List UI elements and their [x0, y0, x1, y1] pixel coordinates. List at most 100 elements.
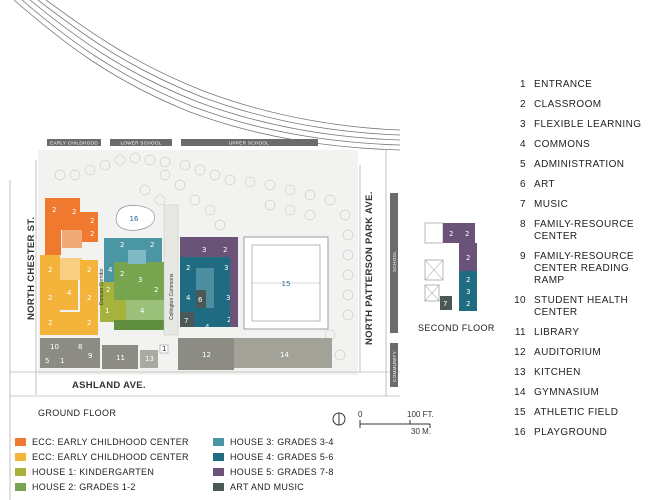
svg-text:7: 7 [443, 300, 447, 308]
band-early-childhood [47, 139, 101, 146]
gymnasium [234, 338, 332, 368]
key-number: 5 [520, 159, 526, 170]
svg-text:2: 2 [90, 217, 94, 225]
svg-text:2: 2 [466, 300, 470, 308]
house-5-grades [180, 237, 238, 257]
legend-swatch [15, 453, 26, 461]
svg-text:2: 2 [466, 254, 470, 262]
key-label: ADMINISTRATION [534, 159, 625, 170]
svg-text:11: 11 [116, 354, 125, 362]
key-label: MUSIC [534, 199, 569, 210]
svg-text:3: 3 [466, 288, 470, 296]
legend-item: HOUSE 1: KINDERGARTEN [15, 467, 154, 477]
legend-swatch [15, 468, 26, 476]
svg-text:2: 2 [120, 241, 124, 249]
key-label: CLASSROOM [534, 99, 602, 110]
key-item: 1 ENTRANCE [510, 79, 650, 91]
north-arrow-icon [332, 412, 346, 426]
ground-floor-label: GROUND FLOOR [38, 408, 116, 418]
key-number: 4 [520, 139, 526, 150]
svg-text:2: 2 [106, 286, 110, 294]
svg-text:2: 2 [223, 246, 227, 254]
legend-label: ECC: EARLY CHILDHOOD CENTER [32, 437, 189, 447]
key-number: 11 [514, 327, 526, 338]
student-health-center [40, 338, 100, 368]
svg-text:12: 12 [202, 351, 211, 359]
svg-text:2: 2 [449, 230, 453, 238]
svg-text:6: 6 [198, 296, 203, 304]
legend-item: HOUSE 3: GRADES 3-4 [213, 437, 334, 447]
svg-text:3: 3 [202, 246, 206, 254]
scale-feet: 100 FT. [407, 410, 434, 419]
key-number: 1 [520, 79, 526, 90]
band-school [390, 193, 398, 333]
legend-label: HOUSE 5: GRADES 7-8 [230, 467, 334, 477]
legend-swatch [15, 438, 26, 446]
legend-item: ECC: EARLY CHILDHOOD CENTER [15, 437, 189, 447]
key-number: 8 [520, 219, 526, 230]
legend-swatch [213, 483, 224, 491]
athletic-field-number: 15 [282, 280, 291, 288]
band-community-label: COMMUNITY [392, 351, 397, 382]
svg-text:4: 4 [205, 323, 210, 331]
band-upper-school [181, 139, 318, 146]
svg-text:2: 2 [87, 294, 91, 302]
key-item: 5 ADMINISTRATION [510, 159, 650, 171]
legend-label: ART AND MUSIC [230, 482, 305, 492]
legend-swatch [213, 468, 224, 476]
key-number: 12 [514, 347, 526, 358]
band-lower-school-label: LOWER SCHOOL [120, 141, 161, 146]
svg-text:10: 10 [50, 343, 59, 351]
key-number: 6 [520, 179, 526, 190]
key-label: ART [534, 179, 556, 190]
key-label: STUDENT HEALTH CENTER [534, 295, 629, 318]
svg-text:4: 4 [67, 289, 72, 297]
svg-text:2: 2 [87, 266, 91, 274]
svg-text:2: 2 [48, 266, 52, 274]
key-item: 6 ART [510, 179, 650, 191]
key-number: 15 [514, 407, 526, 418]
svg-text:8: 8 [78, 343, 82, 351]
svg-text:3: 3 [138, 276, 142, 284]
svg-text:2: 2 [87, 319, 91, 327]
band-lower-school [110, 139, 172, 146]
key-item: 2 CLASSROOM [510, 99, 650, 111]
key-number: 14 [514, 387, 526, 398]
legend-item: ART AND MUSIC [213, 482, 304, 492]
scale-meters: 30 M. [411, 427, 431, 436]
svg-text:13: 13 [145, 355, 154, 363]
svg-text:2: 2 [227, 316, 231, 324]
key-item: 8 FAMILY-RESOURCE CENTER [510, 219, 650, 243]
collington-commons-label: Collington Commons [169, 273, 175, 320]
key-number: 2 [520, 99, 526, 110]
svg-text:9: 9 [88, 352, 92, 360]
street-north-chester: NORTH CHESTER ST. [26, 217, 37, 320]
ecc-yellow-wing [40, 255, 60, 335]
svg-text:3: 3 [224, 264, 228, 272]
band-school-label: SCHOOL [392, 251, 397, 272]
key-number: 16 [514, 427, 526, 438]
legend-label: HOUSE 1: KINDERGARTEN [32, 467, 155, 477]
svg-text:4: 4 [140, 307, 145, 315]
house-2-grades [114, 262, 164, 300]
key-number: 7 [520, 199, 526, 210]
legend-label: HOUSE 2: GRADES 1-2 [32, 482, 136, 492]
key-label: FAMILY-RESOURCE CENTER [534, 219, 634, 242]
svg-text:2: 2 [154, 286, 158, 294]
street-north-patterson-park: NORTH PATTERSON PARK AVE. [364, 191, 375, 345]
svg-text:4: 4 [186, 294, 191, 302]
band-early-childhood-label: EARLY CHILDHOOD [50, 141, 98, 146]
key-label: ENTRANCE [534, 79, 593, 90]
legend-swatch [15, 483, 26, 491]
svg-text:2: 2 [52, 206, 56, 214]
legend-label: HOUSE 4: GRADES 5-6 [230, 452, 334, 462]
